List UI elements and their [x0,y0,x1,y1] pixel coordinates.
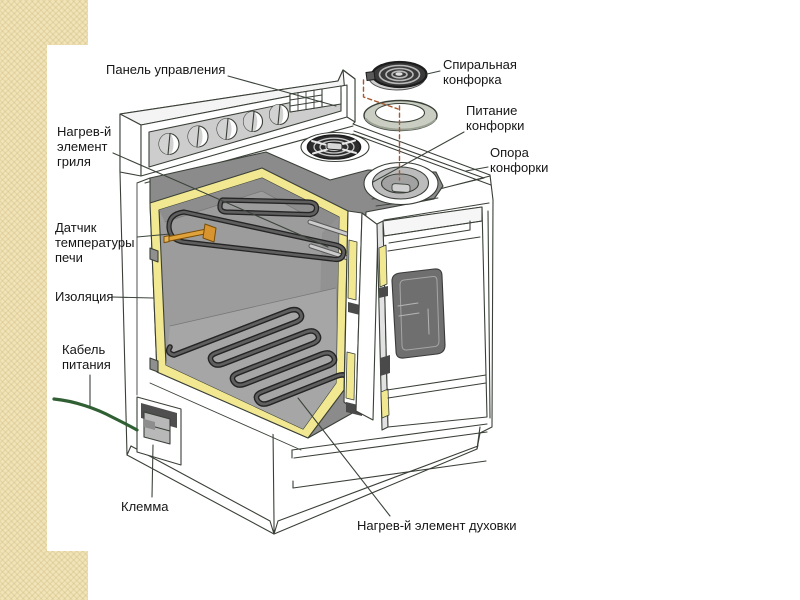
leader-insulation [111,296,154,299]
leader-lines [89,70,489,517]
leader-burner-power [372,131,465,183]
leader-spiral-burner [426,70,441,75]
hinge-clips-left [149,247,159,373]
plinth-lines [126,426,481,535]
terminal-box [136,396,182,466]
label-control-panel: Панель управления [106,62,226,77]
door-window-inner [399,275,440,351]
door-edge-insulation [378,244,390,419]
column-top-line [136,177,151,184]
grill-element [166,197,347,263]
leader-grill-element [112,152,329,248]
door-hinges [379,286,390,376]
label-insulation: Изоляция [55,289,114,304]
label-temp-sensor: Датчик температуры печи [55,220,135,265]
leader-control-panel [227,75,337,107]
door-jamb [355,212,379,421]
drawer-grooves [291,423,488,489]
leader-oven-element [297,397,391,517]
panel-left-cap [119,113,142,177]
panel-knobs [158,103,290,156]
leader-temp-sensor [136,233,171,238]
cut-skin-edge [149,382,302,451]
label-burner-support: Опора конфорки [490,145,549,175]
panel-display [289,85,342,113]
right-side-lines [487,210,491,419]
door-bottom-lines [386,374,487,399]
label-spiral-burner: Спиральная конфорка [443,57,517,87]
leader-terminal [151,444,154,498]
door-handle-lines [383,220,483,252]
cut-skin-band [150,375,307,448]
door-window-marks [397,302,430,335]
cooktop-rim-lines [352,130,492,193]
power-cable [52,397,139,432]
label-power-cable: Кабель питания [62,342,111,372]
label-terminal: Клемма [121,499,169,514]
label-grill-element: Нагрев-й элемент гриля [57,124,112,169]
front-corner-edge [272,428,275,522]
oven-door [376,206,488,431]
temperature-sensor [163,223,217,244]
rear-burner [300,131,370,163]
oven-element [165,306,352,407]
burner-receptacle [363,161,439,206]
label-burner-power: Питание конфорки [466,103,525,133]
trim-ring [363,99,438,132]
label-oven-element: Нагрев-й элемент духовки [357,518,517,533]
spiral-burner [365,60,428,91]
leader-burner-support [465,166,489,172]
